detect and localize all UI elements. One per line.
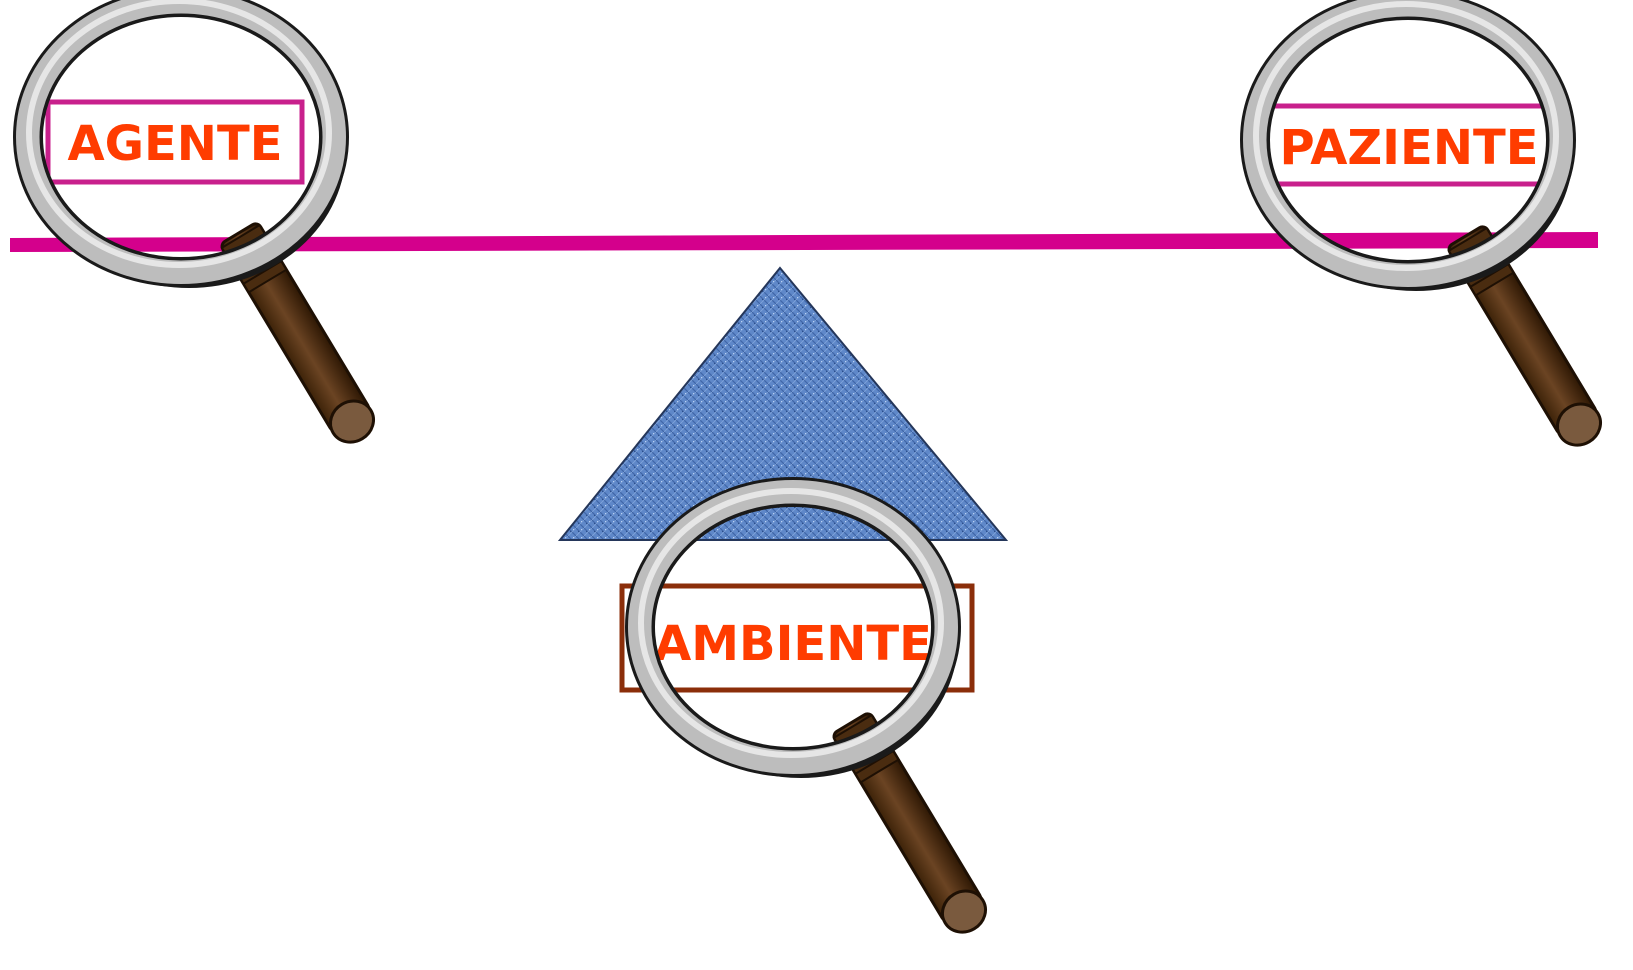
magnifying-glass-icon xyxy=(28,1,381,450)
environment-label-box xyxy=(619,583,975,693)
environment-label: AMBIENTE xyxy=(654,616,932,672)
patient-node: PAZIENTE xyxy=(1255,103,1563,187)
seesaw-beam xyxy=(10,232,1598,252)
magnifying-glass-icon xyxy=(1255,4,1608,453)
patient-label: PAZIENTE xyxy=(1279,120,1538,176)
agent-node: AGENTE xyxy=(45,99,305,185)
agent-label: AGENTE xyxy=(67,116,282,172)
magnifying-glass-icon xyxy=(640,491,993,940)
environment-node: AMBIENTE xyxy=(619,583,975,693)
fulcrum-triangle xyxy=(557,266,1009,541)
agent-label-box xyxy=(45,99,305,185)
